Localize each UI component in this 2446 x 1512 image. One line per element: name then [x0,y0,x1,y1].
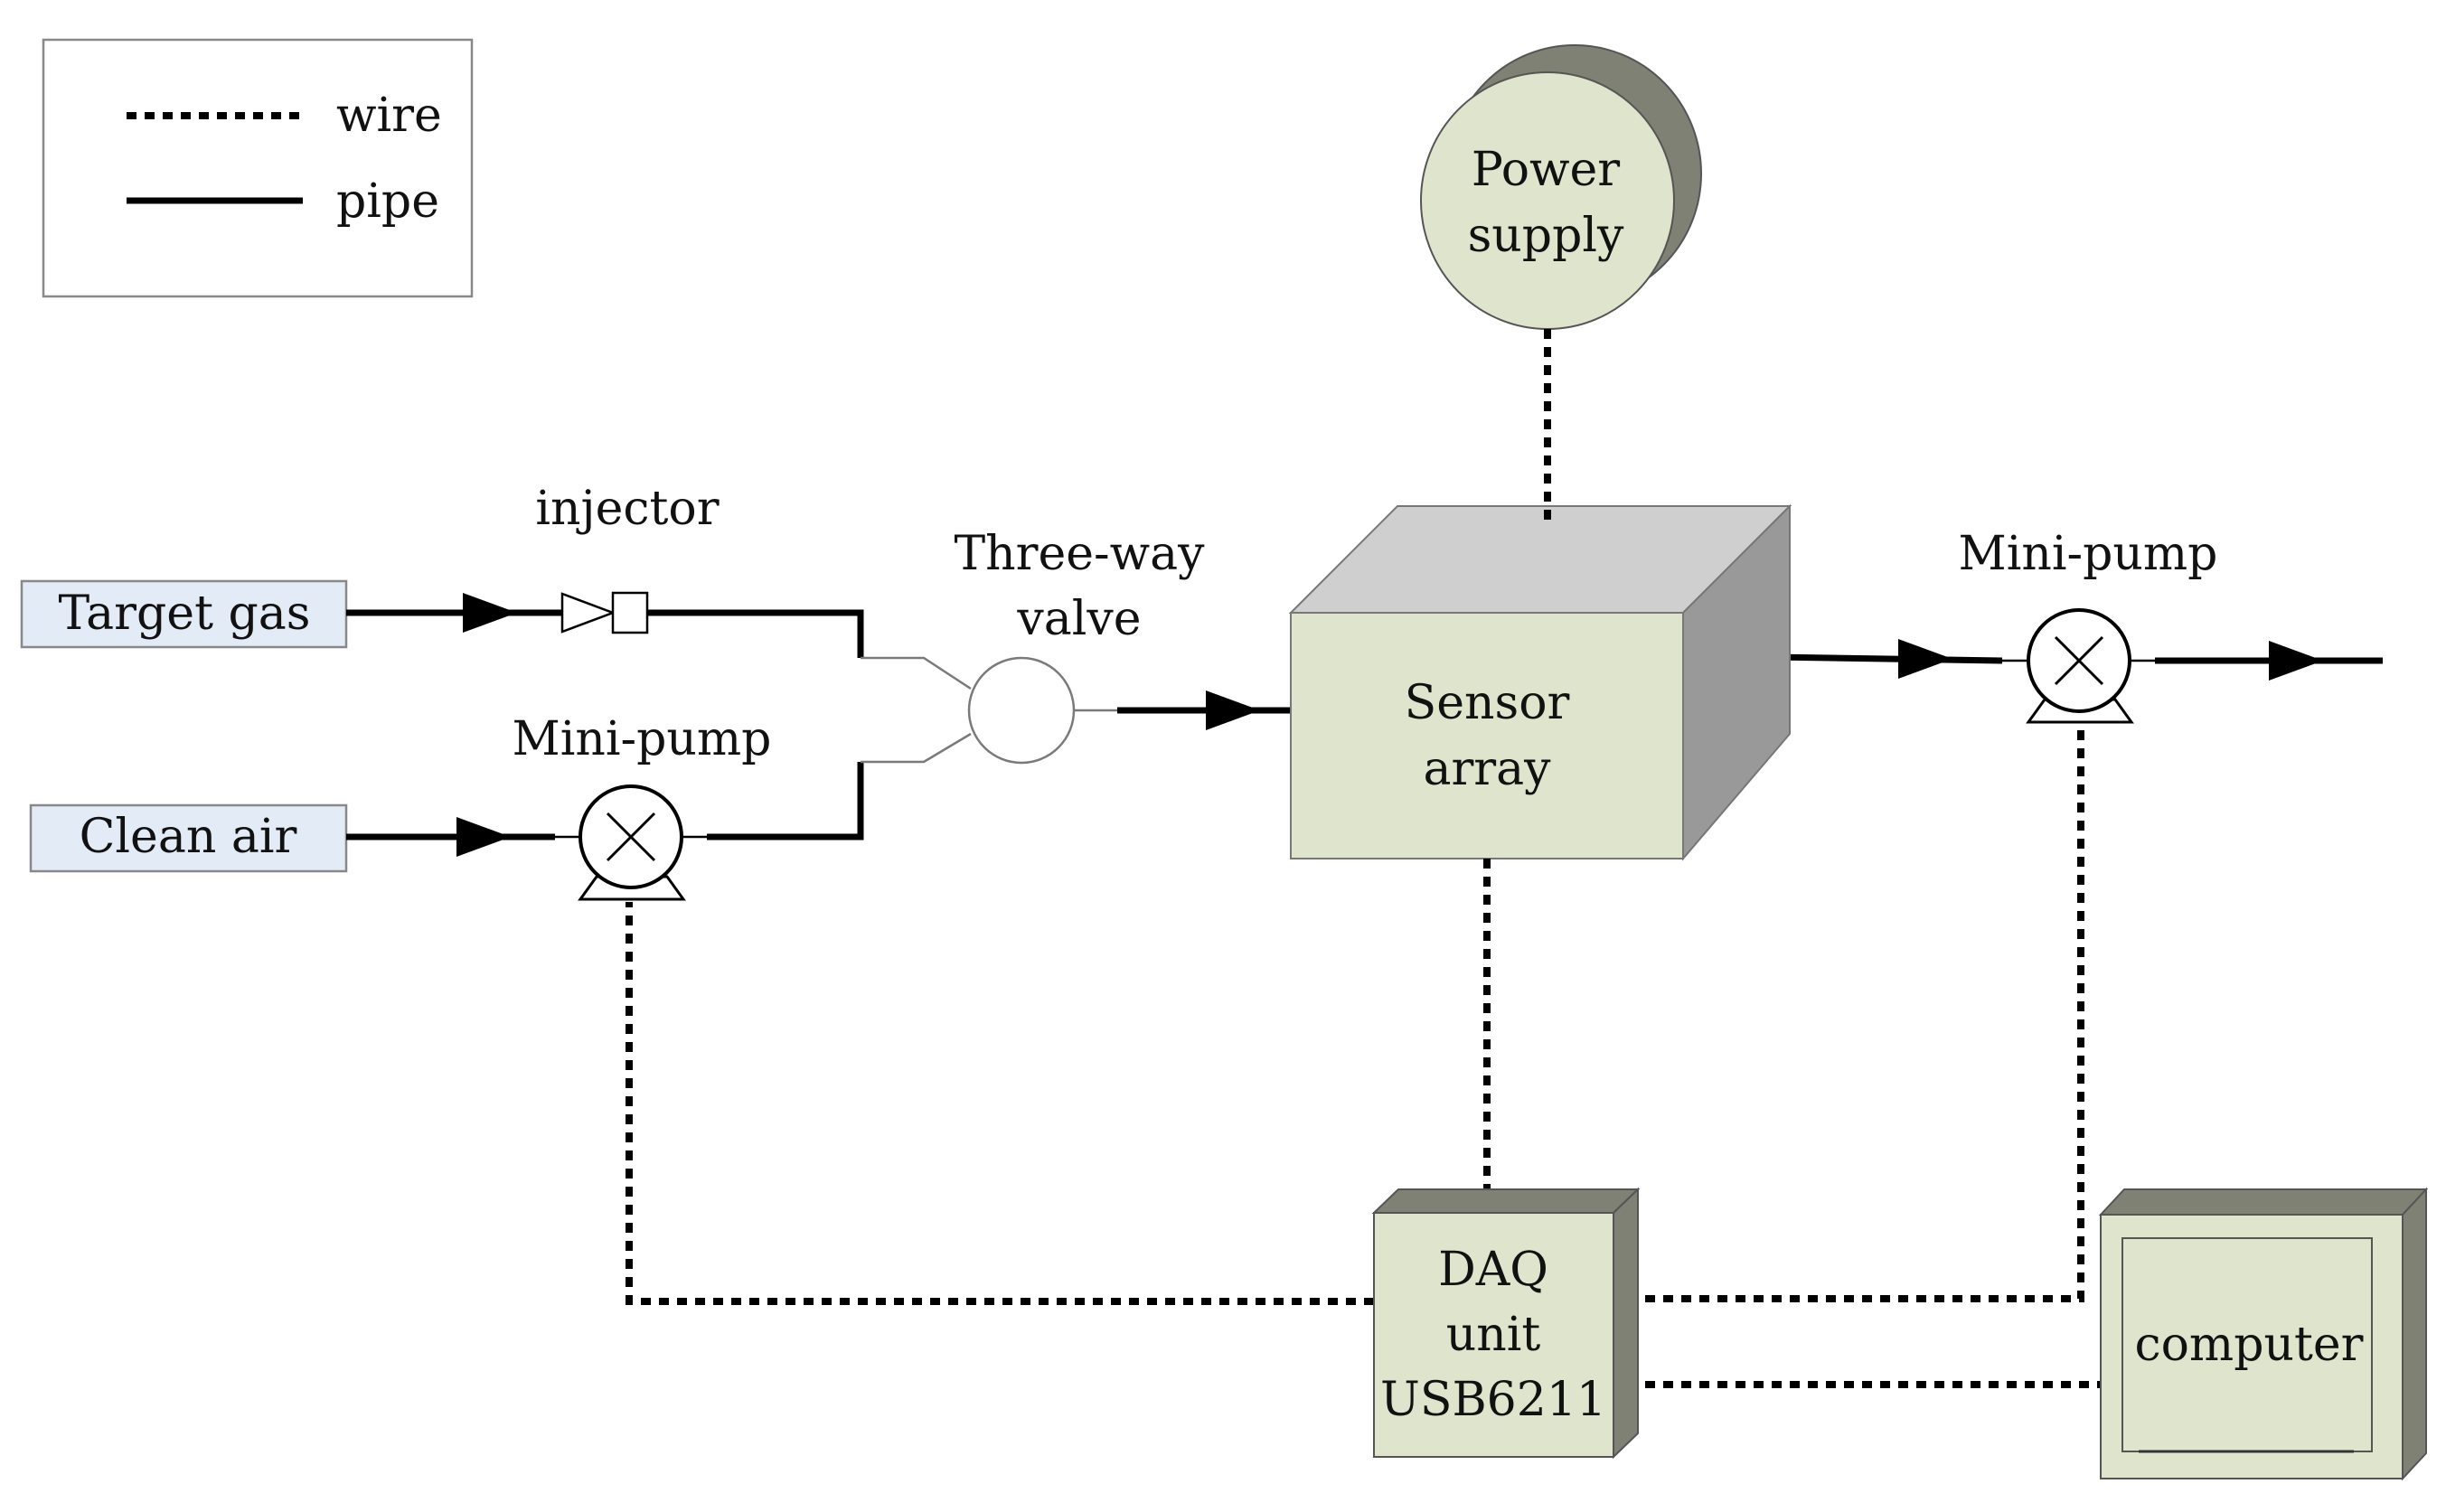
legend-wire-label: wire [336,89,442,143]
arrow-to-right-pump [1898,639,1952,679]
valve-label-line1: Three-way [954,527,1205,581]
clean-air-label: Clean air [80,810,297,864]
daq-label-line3: USB6211 [1380,1373,1606,1427]
valve-label-line2: valve [1016,592,1141,646]
daq-label-line2: unit [1446,1308,1541,1362]
injector: injector [535,482,720,634]
sensor-array-front [1290,612,1684,859]
legend: wire pipe [42,38,474,298]
target-gas-source: Target gas [20,579,348,649]
wire-daq-to-left-pump [626,902,1374,1305]
legend-pipe-label: pipe [336,174,439,229]
flow-arrows [456,593,2323,857]
wire-daq-to-right-pump [1627,725,2084,1302]
computer-screen [2121,1237,2373,1452]
clean-air-box [29,803,348,873]
mini-pump-right-cross-b [2054,635,2104,686]
daq-unit-top [1371,1188,1641,1214]
daq-label-line1: DAQ [1438,1243,1548,1297]
computer-top [2098,1188,2429,1216]
valve-body [967,656,1076,765]
pipe-pump-to-valve [707,762,864,841]
mini-pump-left: Mini-pump [513,712,772,901]
arrow-target-gas [463,593,517,633]
power-supply-label-line1: Power [1472,143,1620,197]
clean-air-source: Clean air [29,803,348,873]
computer-label: computer [2134,1318,2363,1372]
valve-lower-port [861,732,972,764]
arrow-exhaust [2269,641,2323,681]
daq-unit-side [1613,1187,1639,1460]
sensor-array-label-line2: array [1423,742,1551,796]
legend-box [42,38,474,298]
power-supply-label-line2: supply [1468,209,1624,263]
daq-unit-front [1373,1212,1614,1458]
computer: computer [2098,1187,2429,1481]
daq-unit: DAQ unit USB6211 [1371,1187,1641,1460]
target-gas-label: Target gas [59,587,311,641]
valve-upper-port [861,656,972,690]
mini-pump-left-label: Mini-pump [513,712,772,766]
power-supply: Power supply [1420,44,1702,330]
three-way-valve: Three-way valve [861,527,1205,765]
injector-body [611,591,649,634]
mini-pump-left-cross-b [606,812,656,862]
sensor-array: Sensor array [1288,503,1792,861]
power-supply-face [1420,71,1675,330]
injector-valve-triangle [560,592,616,634]
mini-pump-right-label: Mini-pump [1959,527,2218,581]
injector-label: injector [535,482,719,536]
computer-side [2402,1187,2427,1481]
wires [626,329,2104,1388]
mini-pump-right: Mini-pump [1959,527,2218,724]
sensor-array-label-line1: Sensor [1405,676,1570,730]
target-gas-box [20,579,348,649]
arrow-to-sensor [1206,690,1260,730]
arrow-clean-air [456,817,511,857]
pipe-injector-to-valve [647,609,864,658]
